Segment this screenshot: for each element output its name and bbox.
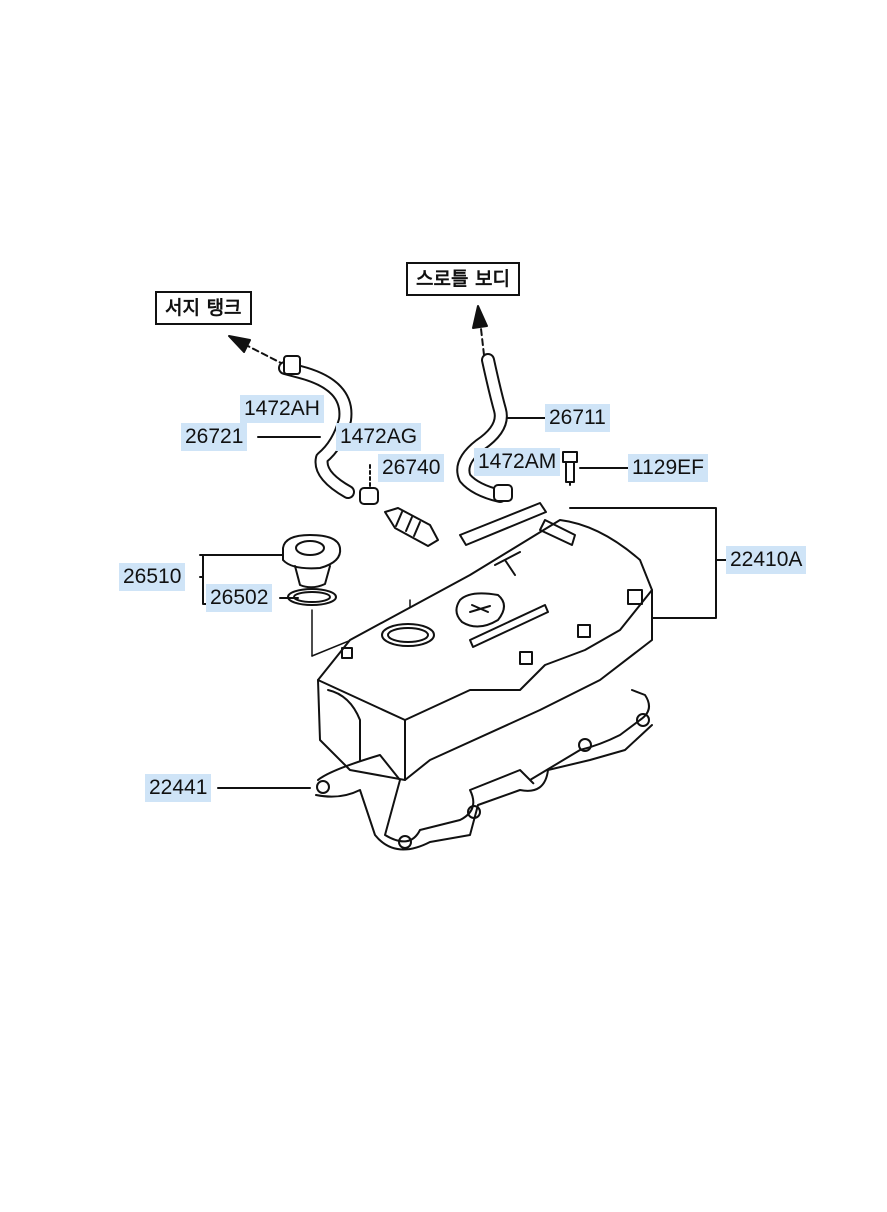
bolt-1129EF xyxy=(562,451,578,483)
part-label-1472AH[interactable]: 1472AH xyxy=(240,395,324,423)
part-label-22441[interactable]: 22441 xyxy=(145,774,212,802)
part-label-1472AG[interactable]: 1472AG xyxy=(336,423,422,451)
rocker-cover-22410A xyxy=(317,502,653,781)
part-label-26721[interactable]: 26721 xyxy=(181,423,248,451)
ventilation-hose-26711 xyxy=(456,353,513,503)
part-label-26740[interactable]: 26740 xyxy=(378,454,445,482)
part-label-26510[interactable]: 26510 xyxy=(119,563,186,591)
part-label-1472AM[interactable]: 1472AM xyxy=(474,448,561,476)
part-label-22410A[interactable]: 22410A xyxy=(726,546,807,574)
arrow-to-throttle-body xyxy=(472,305,488,356)
part-label-1129EF[interactable]: 1129EF xyxy=(628,454,708,482)
part-label-26502[interactable]: 26502 xyxy=(206,584,273,612)
surge-tank-label: 서지 탱크 xyxy=(155,291,252,325)
part-label-26711[interactable]: 26711 xyxy=(545,404,610,432)
rocker-cover-gasket-22441 xyxy=(315,689,653,851)
throttle-body-label: 스로틀 보디 xyxy=(406,262,521,296)
pcv-valve-26740 xyxy=(359,487,439,547)
oil-filler-cap-26510 xyxy=(282,534,342,606)
arrow-to-surge-tank xyxy=(228,335,286,366)
